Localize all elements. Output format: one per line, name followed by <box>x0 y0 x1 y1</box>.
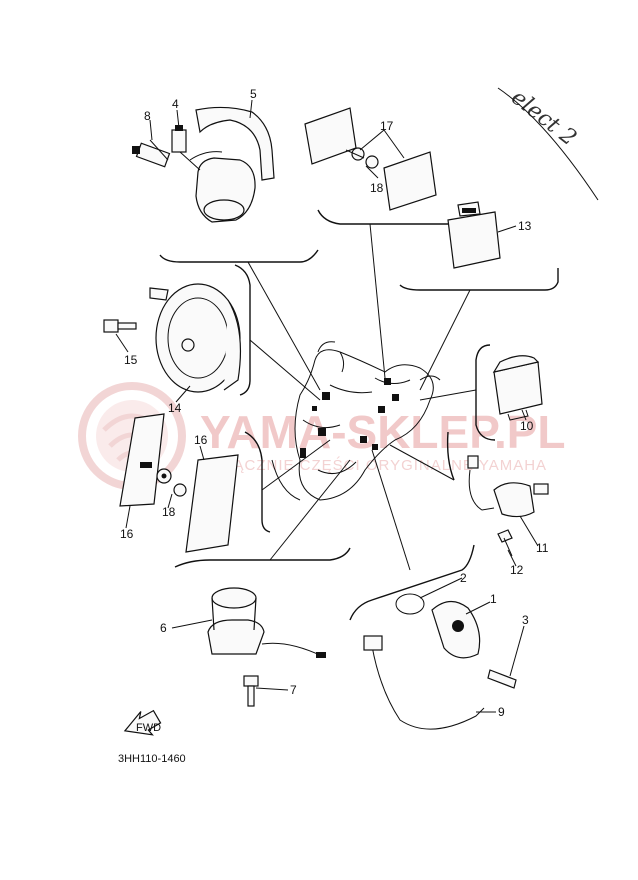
callout-4: 4 <box>172 97 179 111</box>
side-reflector-left-part <box>119 413 165 507</box>
callout-2: 2 <box>460 571 467 585</box>
watermark-subtitle: WYŁĄCZNIE CZĘŚCI ORYGINALNE YAMAHA <box>198 456 547 474</box>
callout-3: 3 <box>522 613 529 627</box>
callout-18-left: 18 <box>162 505 176 519</box>
plug-cap-part <box>171 125 187 153</box>
fwd-label: FWD <box>136 722 161 734</box>
side-reflector-right-part <box>185 454 239 553</box>
flasher-relay-part <box>492 355 543 421</box>
bolt-3-part <box>487 669 517 689</box>
sensor-plate-part <box>363 600 485 730</box>
switch-11-part <box>467 455 549 518</box>
callout-leaders <box>115 99 539 713</box>
callout-5: 5 <box>250 87 257 101</box>
callout-12: 12 <box>510 563 524 577</box>
handwritten-underline <box>497 87 599 201</box>
bolt-15-part <box>103 319 137 333</box>
callout-numbers: 1 2 3 4 5 6 7 8 9 10 11 12 13 14 15 16 1… <box>120 87 549 719</box>
callout-16-left: 16 <box>120 527 134 541</box>
callout-6: 6 <box>160 621 167 635</box>
starter-relay-part <box>207 587 326 658</box>
relay-part <box>447 201 501 269</box>
o-ring-part <box>395 593 425 615</box>
callout-1: 1 <box>490 592 497 606</box>
screw-12-part <box>497 529 513 557</box>
callout-7: 7 <box>290 683 297 697</box>
bolt-7-part <box>243 675 259 707</box>
spark-plug-part <box>132 139 171 168</box>
callout-14: 14 <box>168 401 182 415</box>
callout-15: 15 <box>124 353 138 367</box>
callout-10: 10 <box>520 419 534 433</box>
fwd-arrow-icon: FWD <box>123 709 162 736</box>
frame-outline <box>271 341 441 501</box>
callout-13: 13 <box>518 219 532 233</box>
pickup-coil-part <box>179 106 275 223</box>
callout-16-right: 16 <box>194 433 208 447</box>
callout-9: 9 <box>498 705 505 719</box>
handwritten-note: elect 2 <box>506 85 581 151</box>
callout-17: 17 <box>380 119 394 133</box>
reflector-front-part <box>304 107 437 211</box>
callout-11: 11 <box>536 541 549 555</box>
diagram-reference-code: 3HH110-1460 <box>118 753 186 765</box>
callout-18-top: 18 <box>370 181 384 195</box>
group-brackets <box>159 209 559 621</box>
nut-18-left-part <box>156 468 187 497</box>
horn-part <box>149 283 242 393</box>
callout-8: 8 <box>144 109 151 123</box>
